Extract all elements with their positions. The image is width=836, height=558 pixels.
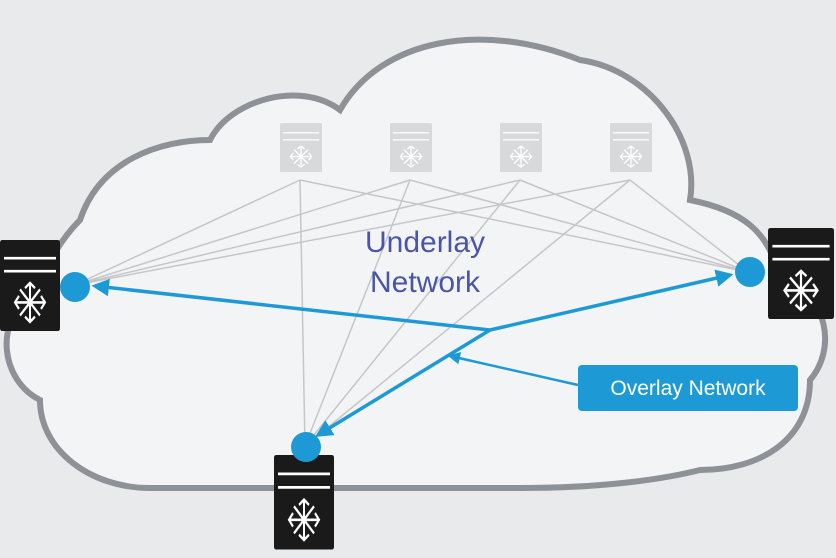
leaf-switch-left-icon <box>0 238 62 333</box>
vtep-endpoint-bottom <box>291 432 321 462</box>
overlay-label: Overlay Network <box>610 377 766 400</box>
leaf-switch-right-icon <box>766 226 836 321</box>
vtep-endpoint-left <box>60 272 90 302</box>
spine-switch-3 <box>499 122 543 173</box>
spine-switch-1 <box>279 122 323 173</box>
overlay-label-box <box>578 365 798 411</box>
spine-switch-2 <box>389 122 433 173</box>
underlay-cloud <box>3 36 829 491</box>
underlay-mesh-links <box>74 179 749 447</box>
overlay-tunnels <box>91 269 734 437</box>
underlay-label-line1: Underlay <box>365 226 485 259</box>
underlay-label-line2: Network <box>370 266 481 299</box>
spine-switch-4 <box>609 122 653 173</box>
overlay-callout-pointer <box>447 352 579 387</box>
leaf-switch-bottom-icon <box>272 453 336 551</box>
vtep-endpoint-right <box>735 257 765 287</box>
